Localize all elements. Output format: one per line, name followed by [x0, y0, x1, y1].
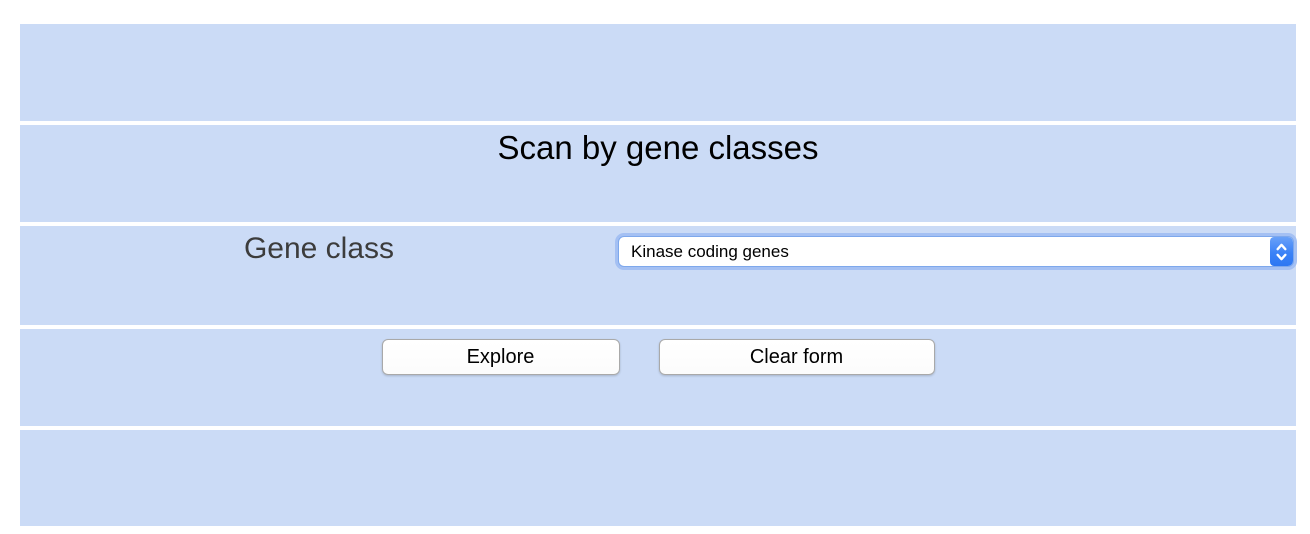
- gene-class-select[interactable]: Kinase coding genes: [618, 236, 1294, 267]
- empty-row-top: [20, 24, 1296, 121]
- page-title: Scan by gene classes: [20, 125, 1296, 222]
- gene-class-row: Gene class Kinase coding genes: [20, 226, 1296, 325]
- empty-row-bottom: [20, 430, 1296, 526]
- buttons-row: Explore Clear form: [20, 329, 1296, 426]
- scan-form-panel: Scan by gene classes Gene class Kinase c…: [20, 24, 1296, 526]
- clear-form-button[interactable]: Clear form: [658, 339, 935, 375]
- gene-class-label: Gene class: [243, 232, 395, 265]
- gene-class-select-cell: Kinase coding genes: [618, 226, 1296, 267]
- explore-button[interactable]: Explore: [381, 339, 620, 375]
